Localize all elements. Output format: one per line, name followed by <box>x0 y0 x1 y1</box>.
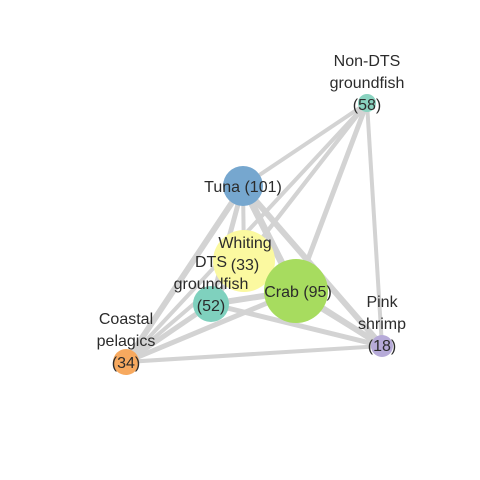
node-label-crab: Crab (95) <box>264 284 332 301</box>
edge-tuna-non_dts <box>241 101 369 188</box>
node-whiting[interactable] <box>213 230 275 292</box>
label-layer: Non-DTS groundfish (58) Tuna (101) Whiting (3… <box>97 53 406 372</box>
node-crab[interactable] <box>264 259 328 323</box>
edge-non_dts-crab <box>293 100 370 294</box>
edge-dts-pink <box>208 301 385 349</box>
node-label-line: Non-DTS <box>334 53 401 70</box>
node-label-line: Pink <box>366 294 398 311</box>
node-label-line: pelagics <box>97 333 156 350</box>
node-label-line: Crab (95) <box>264 284 332 301</box>
node-label-line: DTS <box>195 254 227 271</box>
node-label-line: (58) <box>353 97 381 114</box>
node-label-line: Whiting <box>218 235 271 252</box>
node-label-line: groundfish <box>174 276 249 293</box>
edge-coastal-pink <box>124 344 384 364</box>
edge-tuna-coastal <box>123 183 246 365</box>
node-label-coastal: Coastal pelagics (34) <box>97 311 156 372</box>
node-label-pink: Pink shrimp (18) <box>358 294 406 355</box>
node-label-line: groundfish <box>330 75 405 92</box>
node-pink[interactable] <box>371 335 393 357</box>
node-layer <box>113 94 393 375</box>
node-non_dts[interactable] <box>358 94 376 112</box>
node-label-line: (52) <box>197 298 225 315</box>
node-label-line: Coastal <box>99 311 153 328</box>
node-label-non_dts: Non-DTS groundfish (58) <box>330 53 405 114</box>
node-label-whiting: Whiting (33) <box>218 235 271 274</box>
node-label-line: (34) <box>112 355 140 372</box>
node-label-line: (33) <box>231 257 259 274</box>
node-label-dts: DTS groundfish (52) <box>174 254 249 315</box>
edge-non_dts-pink <box>365 101 384 348</box>
node-dts[interactable] <box>193 286 229 322</box>
node-label-line: Tuna (101) <box>204 179 282 196</box>
node-label-line: (18) <box>368 338 396 355</box>
node-coastal[interactable] <box>113 349 139 375</box>
node-tuna[interactable] <box>223 166 263 206</box>
node-label-line: shrimp <box>358 316 406 333</box>
node-label-tuna: Tuna (101) <box>204 179 282 196</box>
